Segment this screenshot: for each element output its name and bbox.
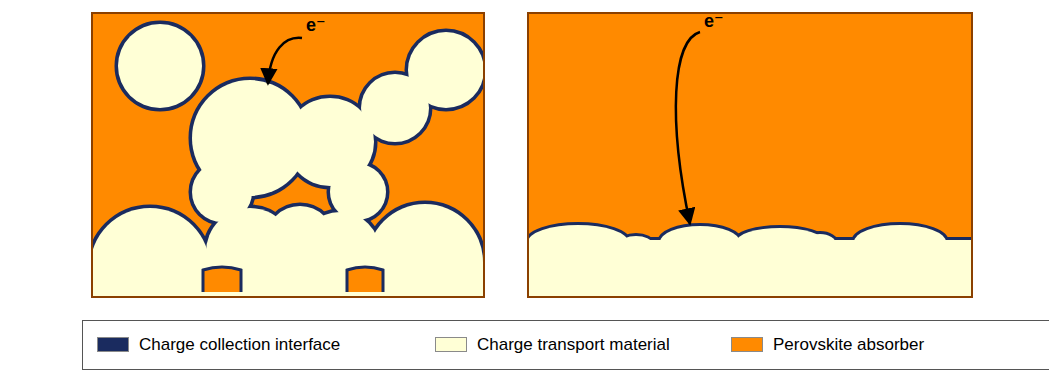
mesoporous-scaffold [92, 24, 484, 297]
legend-swatch [435, 337, 467, 352]
legend-box: Charge collection interface Charge transp… [82, 320, 1049, 370]
legend-text: Perovskite absorber [773, 336, 924, 353]
electron-arrow [676, 32, 700, 224]
electron-label: e⁻ [704, 12, 724, 30]
panel-frame [528, 13, 972, 297]
panel-frame [92, 13, 484, 297]
legend-text: Charge transport material [477, 336, 670, 353]
planar-layer [528, 225, 972, 297]
electron-label: e⁻ [306, 16, 326, 34]
legend-swatch [97, 337, 129, 352]
legend-swatch [731, 337, 763, 352]
legend-text: Charge collection interface [139, 336, 340, 353]
electron-arrow [268, 38, 302, 84]
